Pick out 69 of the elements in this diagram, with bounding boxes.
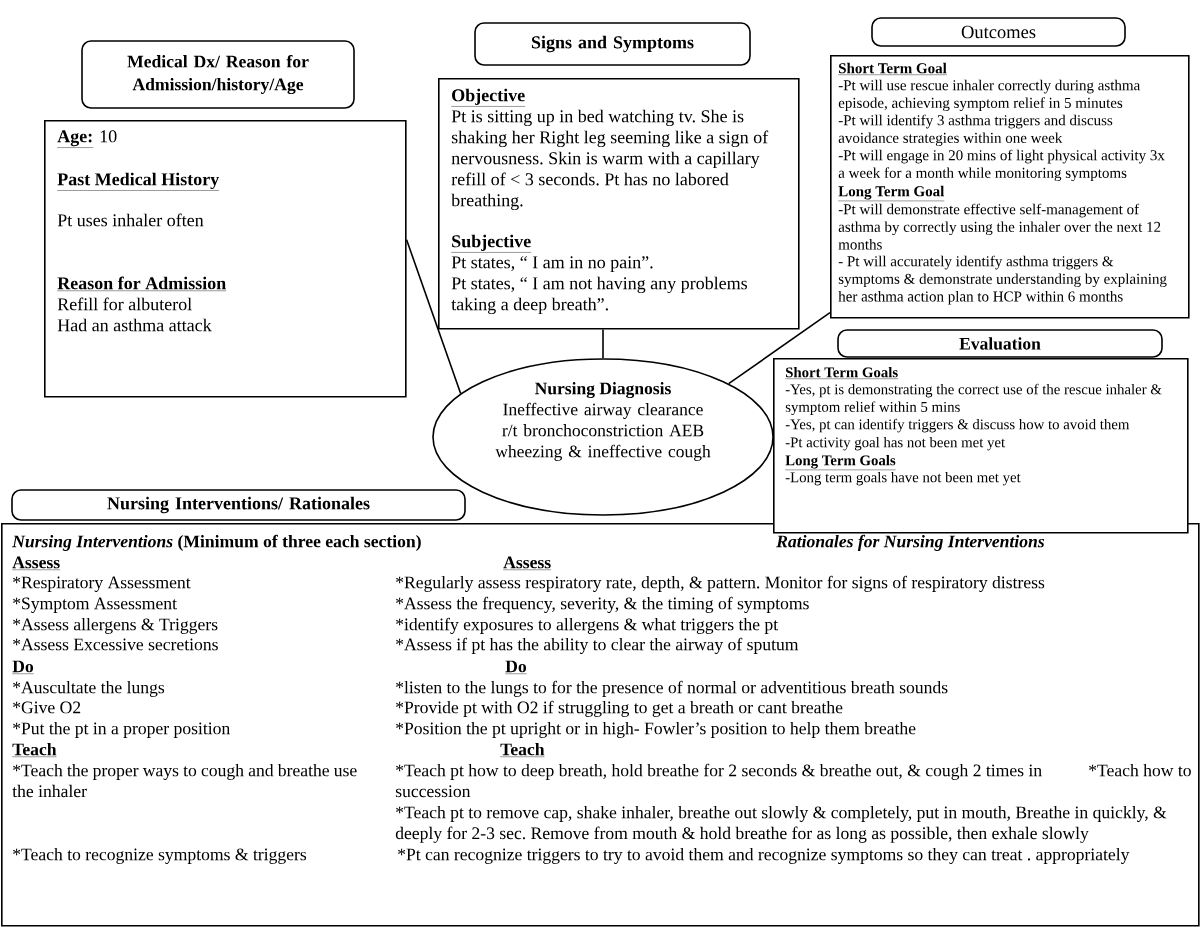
field-label: Age: xyxy=(57,130,94,148)
paragraph: Pt is sitting up in bed watching tv. She is shaking her Right leg seeming like a sign of nervousness. Skin is warm with a capillary refill of < 3 seconds. Pt has no labored breathing. xyxy=(451,109,769,211)
list-item: *Teach to recognize symptoms & triggers xyxy=(13,848,307,864)
list-item: - Pt will accurately identify asthma triggers & symptoms & demonstrate understanding by explaining her asthma action plan to HCP within 6 months xyxy=(838,255,1167,305)
heading: Long Term Goal xyxy=(838,185,945,202)
list-item: *identify exposures to allergens & what triggers the pt xyxy=(396,617,778,634)
list-item: *Teach pt to remove cap, shake inhaler, breathe out slowly & completely, put in mouth, Breathe in quickly, & deeply for 2-3 sec. Remove from mouth & hold breathe for as long as possible, then exhale slowly xyxy=(395,806,1167,843)
text-box xyxy=(438,78,800,330)
list-item: *Pt can recognize triggers to try to avoid them and recognize symptoms so they can treat . appropriately xyxy=(398,848,1130,864)
paragraph: Ineffective airway clearance r/t bronchoconstriction AEB wheezing & ineffective cough xyxy=(495,402,711,461)
heading: Short Term Goal xyxy=(838,62,948,75)
diagnosis-ellipse xyxy=(432,358,774,516)
list-item: *Provide pt with O2 if struggling to get a breath or cant breathe xyxy=(396,700,843,717)
list-item: *Position the pt upright or in high- Fowler’s position to help them breathe xyxy=(396,722,916,738)
heading: Past Medical History xyxy=(57,172,220,191)
heading: Nursing Interventions (Minimum of three each section) xyxy=(12,534,421,551)
title-box: Nursing Interventions/ Rationales xyxy=(11,489,466,521)
connector-line xyxy=(727,311,831,385)
list-item: *Teach how to xyxy=(1089,764,1191,777)
column-heading: Do xyxy=(12,660,34,674)
column-heading: Teach xyxy=(500,743,545,757)
paragraph: Pt uses inhaler often xyxy=(57,213,204,227)
list-item: *Respiratory Assessment xyxy=(13,576,191,592)
list-item: *Teach pt how to deep breath, hold breathe for 2 seconds & breathe out, & cough 2 times in succession xyxy=(395,763,1042,798)
list-item: -Pt will demonstrate effective self-management of asthma by correctly using the inhaler over the next 12 months xyxy=(838,203,1161,250)
list-item: *Teach the proper ways to cough and breathe use the inhaler xyxy=(12,764,357,798)
list-item: *Assess allergens & Triggers xyxy=(13,618,218,634)
heading: Subjective xyxy=(451,234,532,253)
title-box: Medical Dx/ Reason for Admission/history/Age xyxy=(81,40,355,109)
list-item: *Put the pt in a proper position xyxy=(13,722,230,738)
quote-text: Pt states, “ I am in no pain”. xyxy=(451,256,653,273)
text-box xyxy=(1,523,1200,927)
list-item: -Pt will use rescue inhaler correctly during asthma episode, achieving symptom relief in 5 minutes xyxy=(838,79,1140,112)
heading: Objective xyxy=(451,88,526,107)
list-item: *Auscultate the lungs xyxy=(13,681,165,697)
field-value: 10 xyxy=(100,130,117,143)
title-box: Signs and Symptoms xyxy=(474,22,751,66)
text-box xyxy=(830,55,1190,319)
heading: Rationales for Nursing Interventions xyxy=(776,534,1045,551)
list-item: *Assess if pt has the ability to clear the airway of sputum xyxy=(396,637,799,654)
paragraph: Refill for albuterol xyxy=(57,297,192,311)
list-item: -Long term goals have not been met yet xyxy=(785,471,1021,486)
connector-line xyxy=(405,238,462,395)
list-item: -Yes, pt can identify triggers & discuss how to avoid them xyxy=(785,418,1130,433)
title-box: Evaluation xyxy=(837,329,1163,358)
text-box xyxy=(773,358,1189,534)
heading: Nursing Diagnosis xyxy=(535,382,671,399)
list-item: *Symptom Assessment xyxy=(13,597,177,613)
heading: Long Term Goals xyxy=(785,454,896,471)
title-box: Outcomes xyxy=(871,17,1126,47)
list-item: -Pt will engage in 20 mins of light physical activity 3x a week for a month while monitoring symptoms xyxy=(838,149,1165,182)
text-box xyxy=(44,120,407,398)
list-item: *Assess Excessive secretions xyxy=(13,638,218,651)
heading: Reason for Admission xyxy=(57,276,227,291)
list-item: *listen to the lungs to for the presence of normal or adventitious breath sounds xyxy=(396,680,948,697)
list-item: -Yes, pt is demonstrating the correct use of the rescue inhaler & symptom relief within 5 mins xyxy=(785,383,1162,415)
quote-text: Pt states, “ I am not having any problems taking a deep breath”. xyxy=(451,276,748,315)
column-heading: Do xyxy=(505,660,527,674)
column-heading: Assess xyxy=(503,556,552,570)
list-item: -Pt activity goal has not been met yet xyxy=(785,436,1006,451)
paragraph: Had an asthma attack xyxy=(57,318,212,332)
column-heading: Teach xyxy=(12,743,57,757)
list-item: -Pt will identify 3 asthma triggers and discuss avoidance strategies within one week xyxy=(838,114,1113,147)
heading: Short Term Goals xyxy=(785,366,899,379)
list-item: *Give O2 xyxy=(13,701,81,714)
list-item: *Regularly assess respiratory rate, depth, & pattern. Monitor for signs of respiratory distress xyxy=(396,575,1045,592)
column-heading: Assess xyxy=(12,556,61,570)
connector-line xyxy=(602,328,604,359)
list-item: *Assess the frequency, severity, & the timing of symptoms xyxy=(396,596,809,613)
